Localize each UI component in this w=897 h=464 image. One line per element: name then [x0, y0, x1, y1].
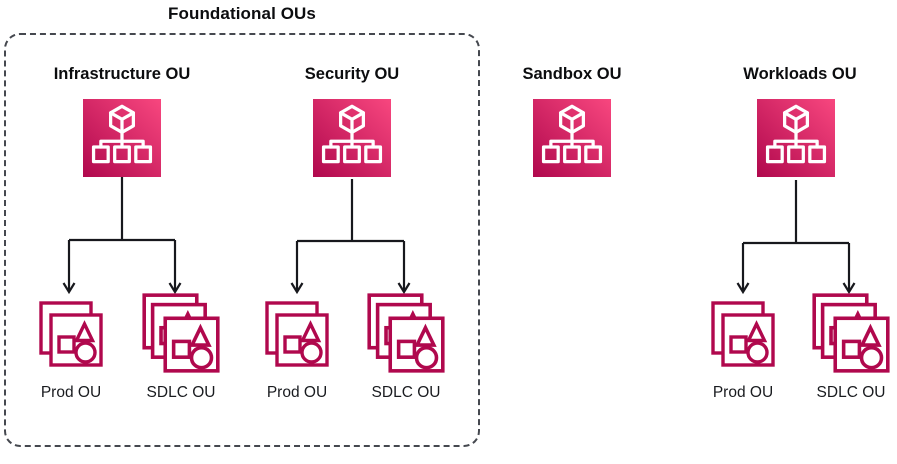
- security-ou-label: Security OU: [304, 65, 400, 83]
- sdlc-ou-accounts-icon: [811, 292, 891, 374]
- organizational-unit-icon: [83, 99, 161, 177]
- sdlc-ou-accounts-icon: [141, 292, 221, 374]
- organizational-unit-icon: [533, 99, 611, 177]
- sandbox-ou-label: Sandbox OU: [522, 65, 622, 83]
- sdlc-ou-accounts-icon: [366, 292, 446, 374]
- prod-ou-accounts-icon: [264, 300, 330, 368]
- prod-ou-label: Prod OU: [266, 384, 328, 401]
- sdlc-ou-label: SDLC OU: [146, 384, 216, 401]
- foundational-ous-box: [4, 33, 480, 447]
- organizational-unit-icon: [757, 99, 835, 177]
- prod-ou-label: Prod OU: [40, 384, 102, 401]
- prod-ou-label: Prod OU: [712, 384, 774, 401]
- diagram-title: Foundational OUs: [168, 4, 316, 23]
- organizational-unit-icon: [313, 99, 391, 177]
- sdlc-ou-label: SDLC OU: [371, 384, 441, 401]
- sdlc-ou-label: SDLC OU: [816, 384, 886, 401]
- prod-ou-accounts-icon: [38, 300, 104, 368]
- infrastructure-ou-label: Infrastructure OU: [53, 65, 191, 83]
- prod-ou-accounts-icon: [710, 300, 776, 368]
- workloads-ou-label: Workloads OU: [743, 65, 857, 83]
